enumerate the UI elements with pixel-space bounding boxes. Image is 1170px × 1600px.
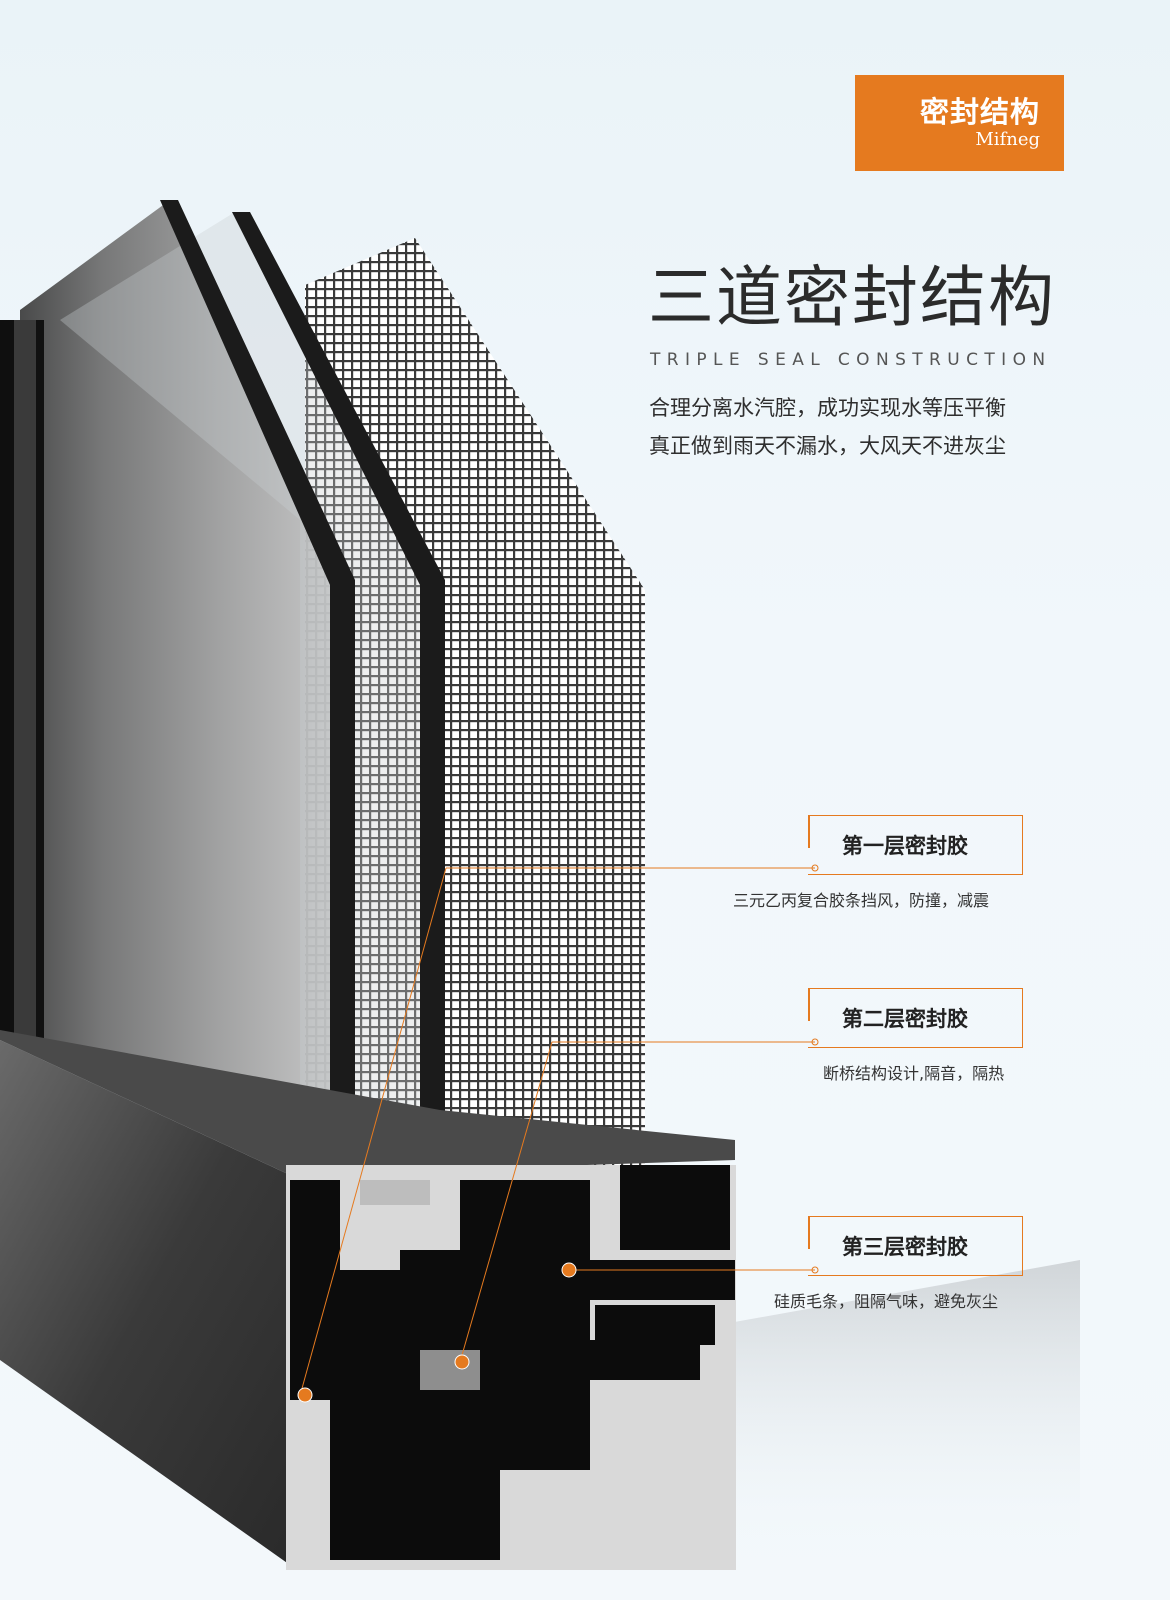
profile-cross-section [286, 1165, 736, 1570]
badge-subtitle: Mifneg [975, 129, 1040, 150]
description-line: 合理分离水汽腔，成功实现水等压平衡 [649, 396, 1006, 420]
callout-desc: 三元乙丙复合胶条挡风，防撞，减震 [733, 891, 990, 910]
callout-desc: 硅质毛条，阻隔气味，避免灰尘 [774, 1292, 999, 1311]
window-frame [0, 1040, 290, 1565]
description-line: 真正做到雨天不漏水，大风天不进灰尘 [649, 434, 1006, 458]
callout-title: 第三层密封胶 [842, 1235, 968, 1259]
callout-frame [808, 988, 1023, 1048]
description: 合理分离水汽腔，成功实现水等压平衡 真正做到雨天不漏水，大风天不进灰尘 [649, 389, 1006, 465]
insect-screen [305, 238, 645, 1170]
callout-frame [808, 815, 1023, 875]
seal-marker-2 [454, 1354, 470, 1370]
page-subtitle: TRIPLE SEAL CONSTRUCTION [650, 350, 1052, 370]
badge-title: 密封结构 [919, 95, 1040, 129]
seal-marker-3 [561, 1262, 577, 1278]
callout-desc: 断桥结构设计,隔音，隔热 [823, 1064, 1005, 1083]
seal-marker-1 [297, 1387, 313, 1403]
callout-title: 第一层密封胶 [842, 834, 968, 858]
glass-pane [20, 200, 350, 1175]
callout-frame [808, 1216, 1023, 1276]
page-title: 三道密封结构 [648, 259, 1056, 336]
section-badge: 密封结构 Mifneg [855, 75, 1064, 171]
callout-title: 第二层密封胶 [842, 1007, 968, 1031]
